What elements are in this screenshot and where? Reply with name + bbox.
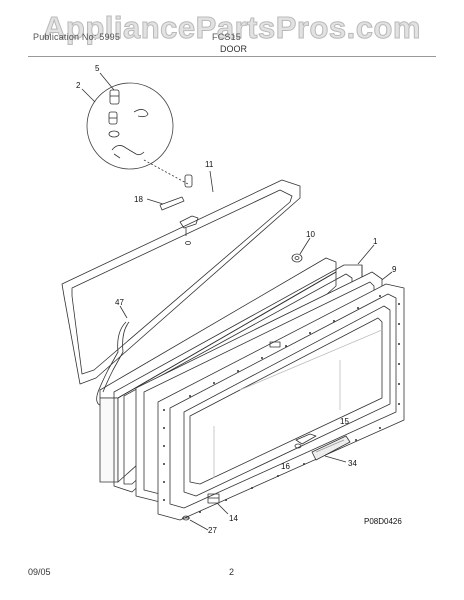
hinge-block-14 bbox=[207, 493, 220, 504]
footer-page-number: 2 bbox=[229, 567, 235, 577]
callout-1: 1 bbox=[373, 237, 378, 246]
header-divider bbox=[28, 56, 436, 57]
leader-14 bbox=[216, 502, 229, 515]
publication-number: Publication No: 5995 bbox=[33, 32, 121, 42]
hinge-detail-circle bbox=[86, 82, 174, 170]
callout-9: 9 bbox=[392, 265, 397, 274]
heater-wire-47 bbox=[96, 321, 127, 407]
leader-34 bbox=[324, 455, 347, 463]
screw-27 bbox=[182, 515, 190, 521]
callout-34: 34 bbox=[348, 459, 357, 468]
outer-door-panel-9 bbox=[135, 271, 405, 521]
leader-2 bbox=[81, 88, 96, 103]
part-10-clip bbox=[291, 253, 303, 263]
leader-47 bbox=[119, 305, 128, 319]
footer-date: 09/05 bbox=[28, 567, 51, 577]
section-title: DOOR bbox=[220, 44, 247, 54]
callout-27: 27 bbox=[208, 526, 217, 535]
leader-11 bbox=[209, 170, 214, 193]
leader-27 bbox=[189, 519, 209, 531]
diagram-code: P08D0426 bbox=[364, 517, 402, 526]
door-gasket-11 bbox=[61, 179, 301, 385]
callout-10: 10 bbox=[306, 230, 315, 239]
callout-18: 18 bbox=[134, 195, 143, 204]
callout-14: 14 bbox=[229, 514, 238, 523]
leader-18 bbox=[146, 198, 164, 205]
callout-11: 11 bbox=[205, 160, 214, 169]
model-number: FCS15 bbox=[212, 32, 242, 42]
callout-2: 2 bbox=[76, 81, 81, 90]
leader-5 bbox=[99, 72, 115, 91]
callout-16: 16 bbox=[281, 462, 290, 471]
watermark: AppliancePartsPros.com bbox=[43, 10, 421, 46]
callout-5: 5 bbox=[95, 64, 100, 73]
latch-15-16 bbox=[294, 433, 317, 449]
leader-1 bbox=[357, 244, 375, 265]
door-hinge-hardware bbox=[159, 174, 199, 245]
leader-10 bbox=[299, 237, 311, 255]
callout-15: 15 bbox=[340, 417, 349, 426]
handle-cover-34 bbox=[311, 435, 351, 461]
callout-47: 47 bbox=[115, 298, 124, 307]
